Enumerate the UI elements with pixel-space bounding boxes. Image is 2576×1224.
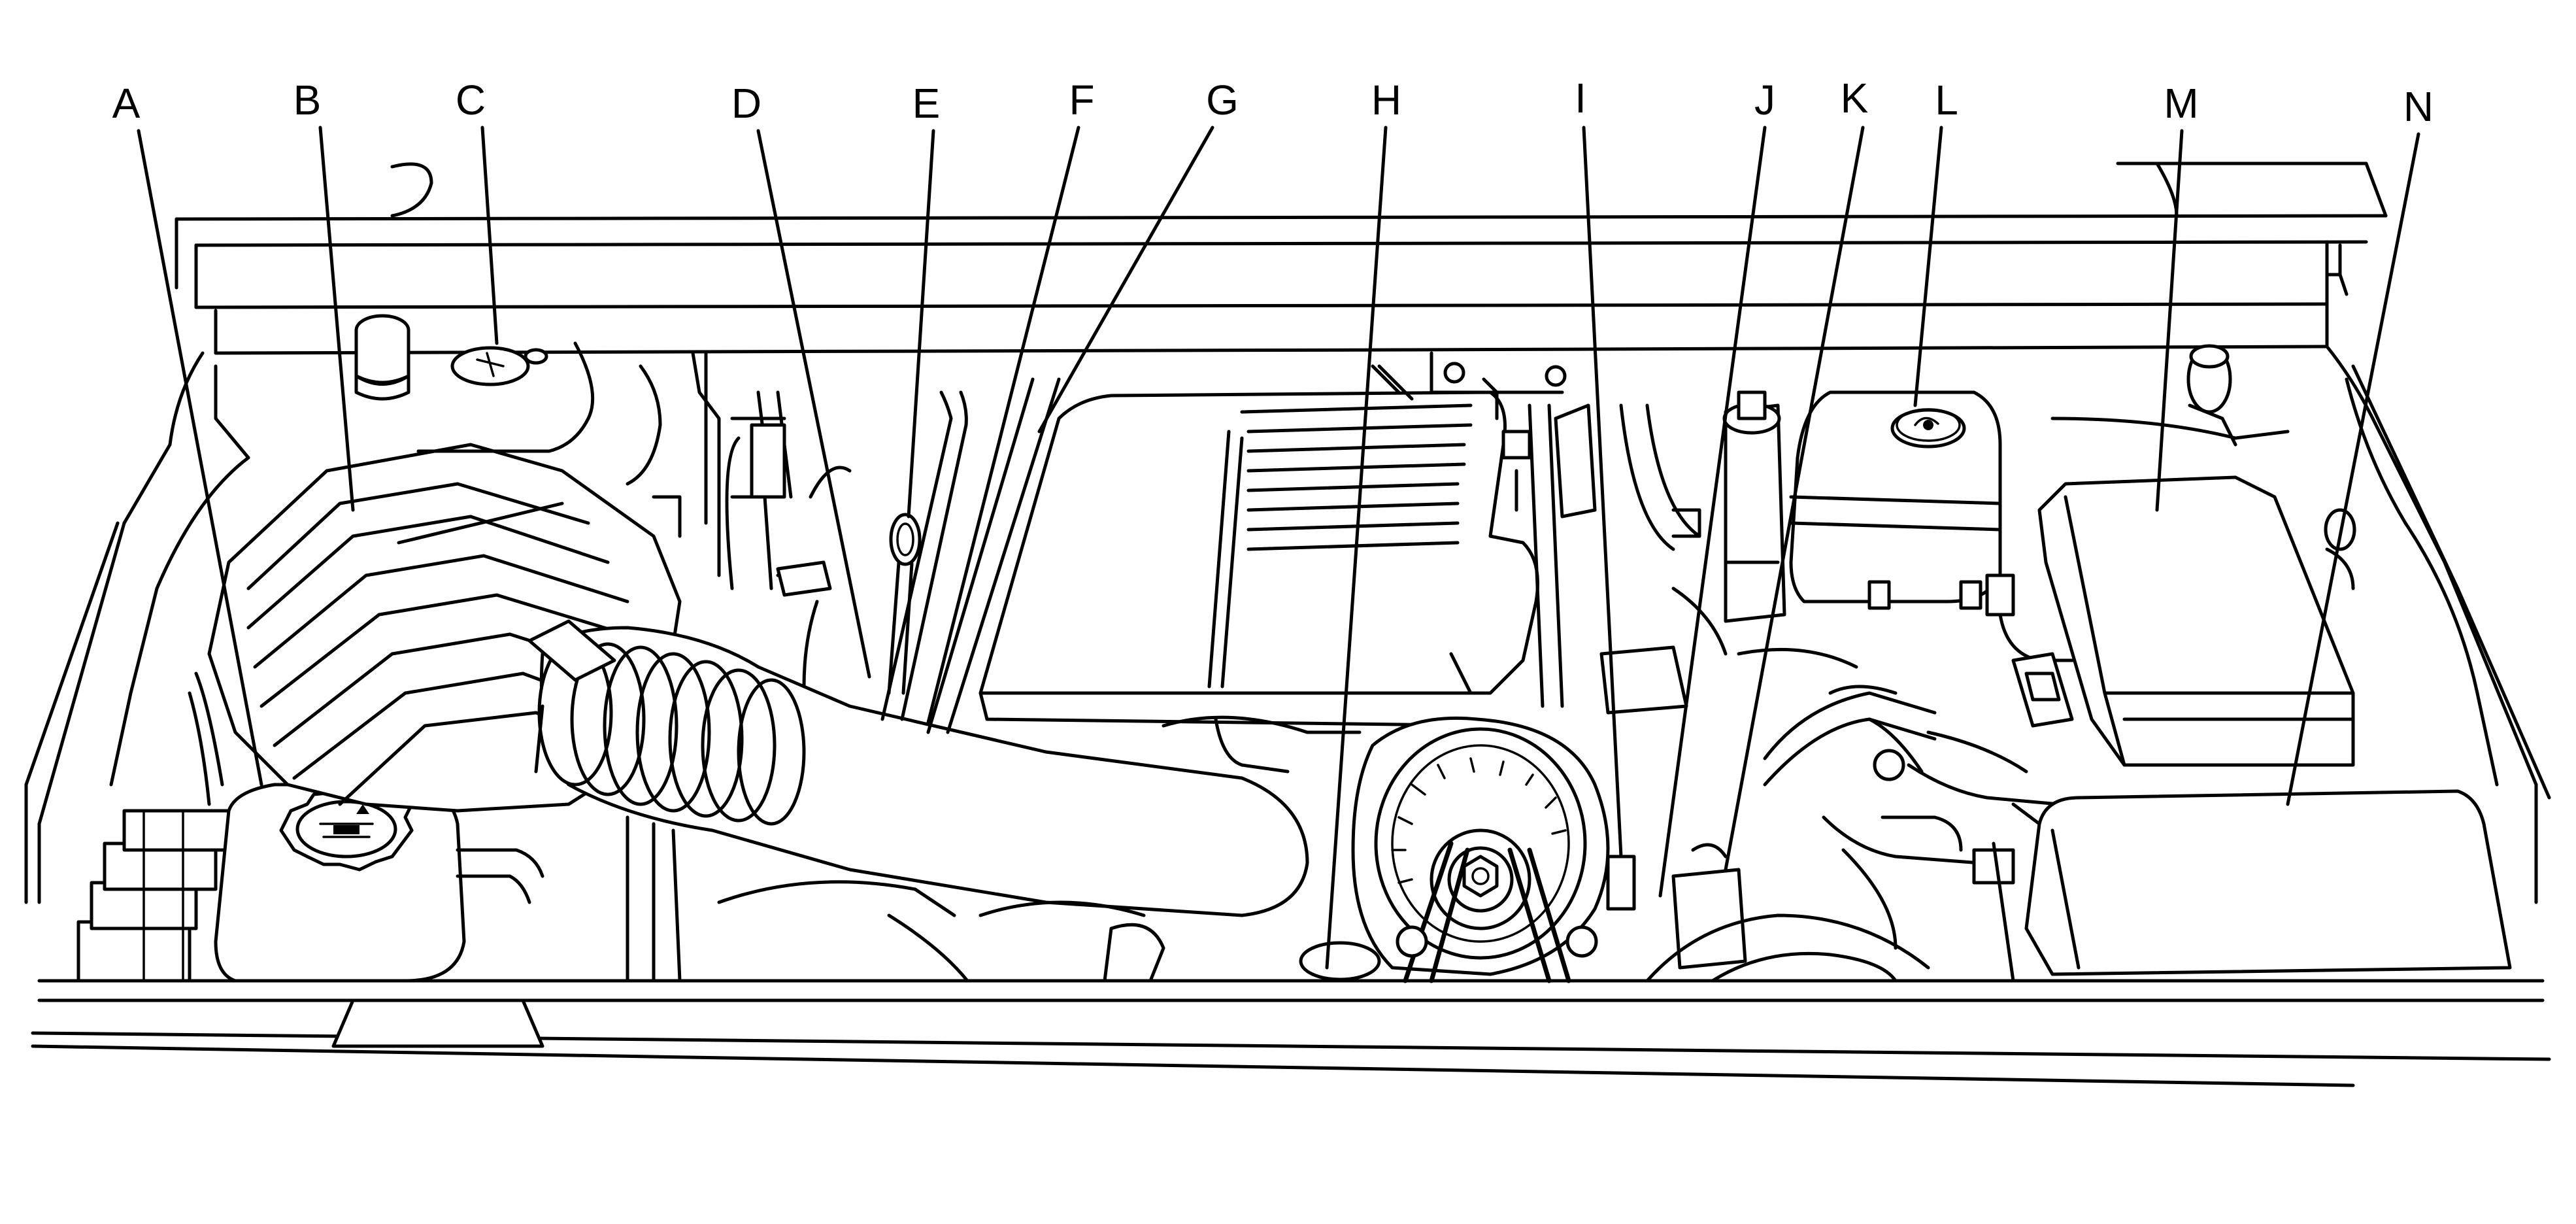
- leader-line-n: [2286, 132, 2420, 806]
- washer-cap-icon: [1890, 408, 1966, 449]
- callout-label-g: G: [1206, 76, 1239, 124]
- callout-label-k: K: [1841, 75, 1869, 122]
- callout-label-i: I: [1575, 75, 1586, 122]
- callout-label-b: B: [293, 76, 322, 124]
- hood-cowl: [175, 162, 2388, 394]
- battery: [2011, 344, 2356, 767]
- coolant-cap-icon: [279, 783, 414, 872]
- right-fender: [2325, 345, 2551, 904]
- underhood-fuse-block: [1992, 789, 2512, 983]
- dipstick-handle-icon: [887, 513, 922, 695]
- leader-line-b: [318, 126, 355, 512]
- callout-label-j: J: [1754, 76, 1775, 124]
- callout-label-f: F: [1069, 76, 1094, 124]
- alternator: [1299, 716, 1610, 983]
- engine-right-side: [1528, 390, 1924, 774]
- callout-label-h: H: [1371, 76, 1401, 124]
- radiator-support: [31, 979, 2551, 1087]
- hoses-center: [652, 351, 1061, 734]
- sensor-connector-right: [1606, 691, 2061, 983]
- intake-tube: [527, 619, 1309, 917]
- leader-line-a: [137, 129, 263, 787]
- callout-label-a: A: [112, 80, 141, 127]
- reservoir-caps-left: [354, 314, 662, 486]
- leader-line-c: [480, 126, 499, 345]
- leader-lines: [137, 126, 2420, 970]
- callout-label-m: M: [2164, 80, 2198, 127]
- callout-label-c: C: [456, 76, 486, 124]
- left-fender: [24, 351, 250, 904]
- callout-label-e: E: [912, 80, 941, 127]
- leader-line-i: [1582, 126, 1623, 858]
- callout-label-d: D: [731, 80, 761, 127]
- leader-line-l: [1913, 126, 1943, 407]
- callout-labels: A B C D E F G H I J K L M N: [112, 75, 2434, 130]
- lower-engine-left: [188, 672, 1362, 983]
- leader-line-h: [1325, 126, 1388, 970]
- leader-line-j: [1658, 126, 1767, 898]
- leader-line-m: [2155, 129, 2184, 512]
- callout-label-n: N: [2403, 83, 2434, 130]
- callout-label-l: L: [1935, 76, 1958, 124]
- leader-line-g: [1037, 126, 1214, 434]
- leader-line-d: [756, 129, 871, 679]
- leader-line-f: [926, 126, 1080, 724]
- leader-line-k: [1724, 126, 1865, 872]
- fuse-relay-block: [76, 809, 231, 983]
- leader-line-e: [907, 129, 935, 518]
- top-center-brackets: [1371, 362, 1567, 512]
- brake-fluid-cap-icon: [450, 346, 548, 386]
- engine-cover: [979, 390, 1539, 728]
